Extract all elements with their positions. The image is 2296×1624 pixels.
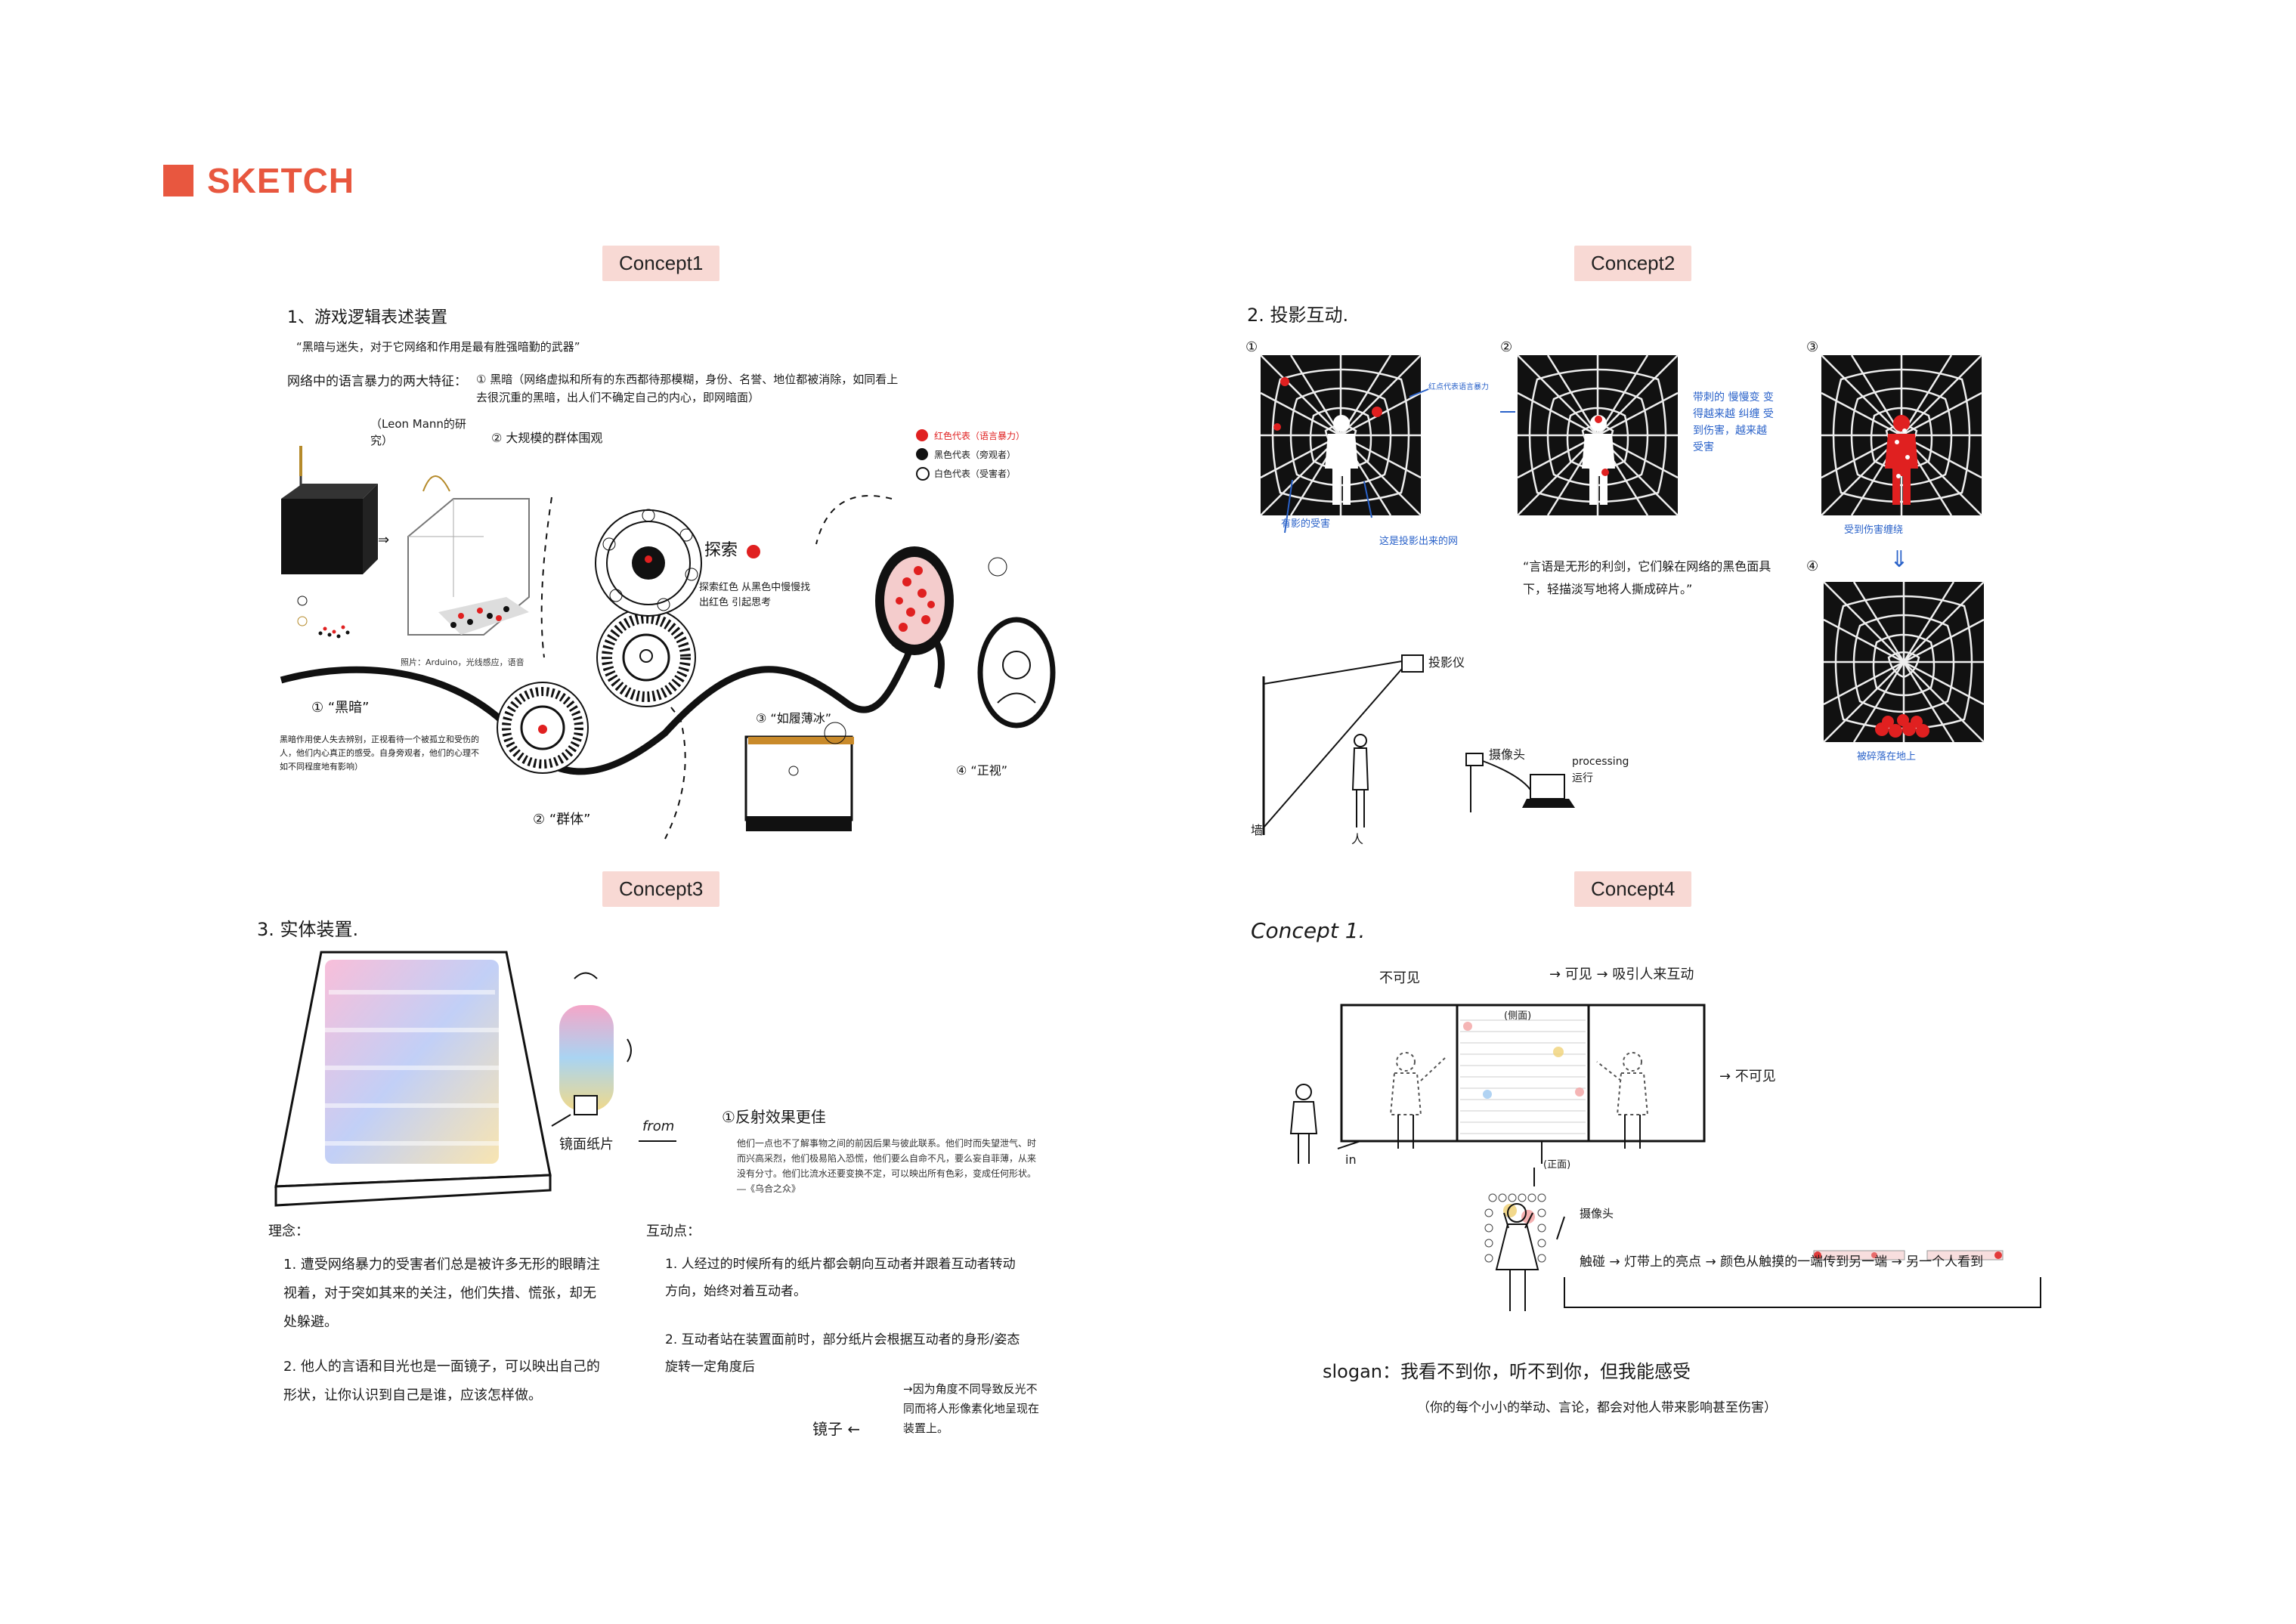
pixel-grid — [325, 960, 499, 1164]
legend-red: 红色代表（语言暴力） — [934, 431, 1026, 441]
concept2-title: 2. 投影互动. — [1247, 305, 1349, 326]
legend-black: 黑色代表（旁观者） — [934, 450, 1016, 460]
invisible2-label: → 不可见 — [1719, 1069, 1776, 1084]
interact-item-2: 2. 互动者站在装置面前时，部分纸片会根据互动者的身形/姿态旋转一定角度后 — [665, 1332, 1020, 1375]
effect-label: ①反射效果更佳 — [722, 1108, 826, 1126]
concept1-feature1: ① 黑暗（网络虚拟和所有的东西都待那模糊，身份、名誉、地位都被消除，如同看上去很… — [476, 373, 899, 404]
concept1-title: 1、游戏逻辑表述装置 — [287, 308, 447, 327]
visible-label: → 可见 → 吸引人来互动 — [1549, 967, 1694, 982]
num-1: ① — [1245, 339, 1258, 355]
legend-white-dot — [916, 467, 930, 481]
concept3-tag: Concept3 — [602, 871, 720, 907]
num-2: ② — [1500, 339, 1512, 355]
note-d: 带刺的 慢慢变 变得越来越 纠缠 受到伤害，越来越受害 — [1693, 391, 1774, 453]
concept4-title: Concept 1. — [1251, 918, 1366, 943]
note-a: 有影的受害 — [1281, 518, 1331, 530]
setup-wall: 墙 — [1251, 823, 1264, 837]
concept1-desc: 探索红色 从黑色中慢慢找出红色 引起思考 — [699, 582, 811, 608]
concept1-bottom-note: 黑暗作用使人失去辨别，正视看待一个被孤立和受伤的人，他们内心真正的感受。自身旁观… — [280, 735, 479, 772]
concept2-quote: “言语是无形的利剑，它们躲在网络的黑色面具下，轻描淡写地将人撕成碎片。” — [1523, 559, 1772, 596]
legend-black-dot — [916, 448, 928, 460]
concept4-tag: Concept4 — [1574, 871, 1692, 907]
caption: 照片：Arduino，光线感应，语音 — [401, 657, 524, 667]
slogan: slogan：我看不到你，听不到你，但我能感受 — [1323, 1361, 1691, 1382]
invisible-label: 不可见 — [1379, 970, 1420, 986]
concept3-title: 3. 实体装置. — [257, 919, 359, 940]
note-f: 被碎落在地上 — [1857, 751, 1917, 763]
note-b: 这是投影出来的网 — [1379, 536, 1459, 547]
label-explore: 探索 — [704, 541, 738, 560]
interact-item-1: 1. 人经过的时候所有的纸片都会朝向互动者并跟着互动者转动方向，始终对着互动者。 — [665, 1257, 1016, 1299]
legend-white: 白色代表（受害者） — [934, 469, 1016, 479]
label-1: ① “黑暗” — [311, 700, 370, 716]
setup-person: 人 — [1351, 832, 1364, 846]
num-4: ④ — [1806, 558, 1818, 574]
side-label: (侧面) — [1504, 1010, 1532, 1022]
concept4-drawing — [1289, 1004, 2041, 1311]
concept-item-1: 1. 遭受网络暴力的受害者们总是被许多无形的眼睛注视着，对于突如其来的关注，他们… — [283, 1257, 600, 1330]
front-label: (正面) — [1543, 1159, 1571, 1171]
flow-label: 触碰 → 灯带上的亮点 → 颜色从触摸的一端传到另一端 → 另一个人看到 — [1580, 1254, 1984, 1270]
label-3: ③ “如履薄冰” — [756, 711, 831, 725]
concept3-drawing — [274, 951, 676, 1207]
setup-processing: processing 运行 — [1572, 756, 1629, 784]
concept1-panel: 1、游戏逻辑表述装置 “黑暗与迷失，对于它网络和作用是最有胜强暗勤的武器” 网络… — [272, 295, 1056, 840]
concept4-panel: Concept 1. 不可见 → 可见 → 吸引人来互动 → 不可见 — [1247, 914, 2169, 1443]
in-label: in — [1345, 1152, 1357, 1167]
concept-item-2: 2. 他人的言语和目光也是一面镜子，可以映出自己的形状，让你认识到自己是谁，应该… — [283, 1359, 600, 1403]
note-c: 红点代表语言暴力 — [1428, 383, 1489, 391]
header-square — [163, 165, 193, 196]
concept3-panel: 3. 实体装置. 镜面纸片 from ①反射效果更佳 他们一点也不了解事物之间的… — [253, 907, 1130, 1496]
svg-text:⇒: ⇒ — [378, 532, 389, 548]
note-e: 受到伤害缠绕 — [1844, 524, 1904, 536]
concept1-tag: Concept1 — [602, 246, 720, 281]
camera-label: 摄像头 — [1580, 1207, 1614, 1220]
mirror-arrow-label: 镜子 ← — [812, 1420, 861, 1438]
label-2: ② “群体” — [533, 812, 591, 827]
from-label: from — [642, 1118, 675, 1134]
concept2-panel: 2. 投影互动. — [1239, 291, 2101, 850]
slogan-sub: （你的每个小小的举动、言论，都会对他人带来影响甚至伤害） — [1417, 1400, 1777, 1415]
num-3: ③ — [1806, 339, 1818, 355]
mirror-label: 镜面纸片 — [559, 1137, 614, 1152]
setup-projector: 投影仪 — [1428, 655, 1465, 670]
concept1-intro: 网络中的语言暴力的两大特征： — [287, 374, 467, 389]
concept1-drawing: ⇒ 照片：Arduino，光线感应，语音 — [280, 446, 1056, 840]
concept2-tag: Concept2 — [1574, 246, 1692, 281]
setup-camera: 摄像头 — [1489, 747, 1526, 762]
page-title: SKETCH — [207, 161, 355, 200]
concept2-drawing: ⇓ ① ② ③ ④ — [1245, 339, 1985, 835]
concept1-quote: “黑暗与迷失，对于它网络和作用是最有胜强暗勤的武器” — [296, 340, 580, 354]
concept1-research: （Leon Mann的研究） — [370, 417, 466, 447]
label-4: ④ “正视” — [956, 763, 1007, 778]
concept-title: 理念： — [268, 1223, 309, 1239]
side-note: →因为角度不同导致反光不同而将人形像素化地呈现在装置上。 — [903, 1382, 1040, 1435]
concept1-feature2: ② 大规模的群体围观 — [491, 431, 603, 445]
interact-title: 互动点： — [646, 1223, 701, 1239]
legend-red-dot — [916, 429, 928, 441]
citation: 他们一点也不了解事物之间的前因后果与彼此联系。他们时而失望泄气、时而兴高采烈，他… — [737, 1138, 1037, 1194]
svg-text:⇓: ⇓ — [1889, 546, 1908, 573]
